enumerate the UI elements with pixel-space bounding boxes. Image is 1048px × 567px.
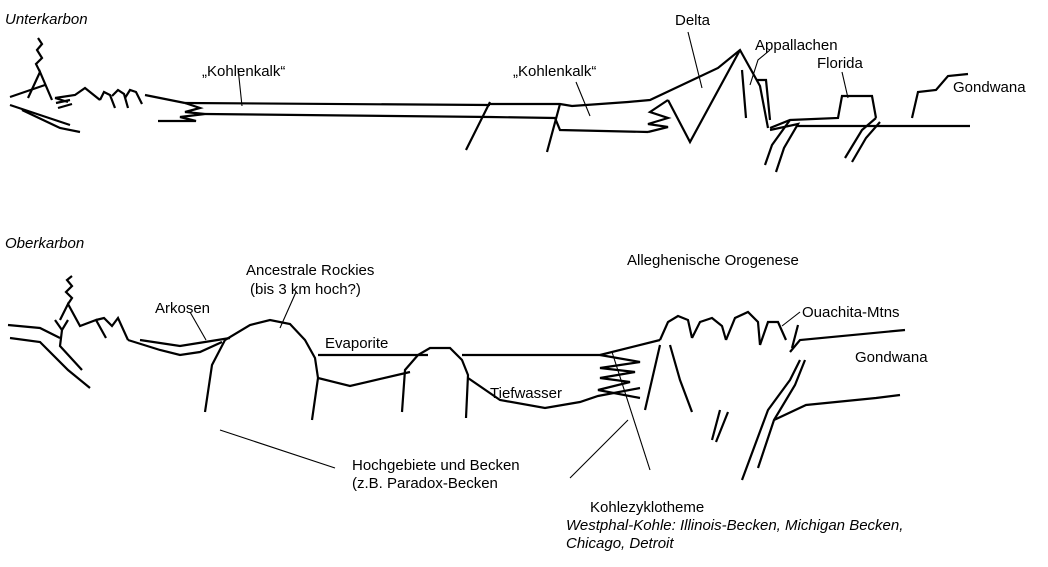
lower-left-volcanic-arc: Arkosen [8, 276, 230, 388]
lower-evaporite-basin: Evaporite [318, 335, 428, 386]
label-hochgebiete-line2: (z.B. Paradox-Becken [352, 475, 498, 492]
upper-left-volcanic-arc [10, 38, 142, 132]
label-tiefwasser: Tiefwasser [490, 385, 562, 402]
label-alleghenische-orogenese: Alleghenische Orogenese [627, 252, 799, 269]
oberkarbon-title: Oberkarbon [5, 235, 84, 252]
lower-tiefwasser-basin: Tiefwasser [468, 355, 640, 408]
label-rockies-line2: (bis 3 km hoch?) [250, 281, 361, 298]
label-westphal-line1: Westphal-Kohle: Illinois-Becken, Michiga… [566, 517, 903, 534]
lower-annotations: Hochgebiete und Becken (z.B. Paradox-Bec… [220, 420, 903, 552]
label-delta: Delta [675, 12, 711, 29]
label-westphal-line2: Chicago, Detroit [566, 535, 674, 552]
label-rockies-line1: Ancestrale Rockies [246, 262, 374, 279]
upper-kohlenkalk-platform-left: „Kohlenkalk“ [145, 63, 490, 121]
oberkarbon-section: Oberkarbon Arkosen Ancestrale Rockies (b… [5, 235, 928, 552]
label-gondwana-upper: Gondwana [953, 79, 1026, 96]
upper-appalachian-margin: Florida Gondwana [742, 55, 1026, 172]
label-ouachita-mtns: Ouachita-Mtns [802, 304, 900, 321]
label-appallachen: Appallachen [755, 37, 838, 54]
lower-alleghenian-orogen: Alleghenische Orogenese Ouachita-Mtns Go… [612, 252, 928, 480]
label-arkosen: Arkosen [155, 300, 210, 317]
label-kohlenkalk-left: „Kohlenkalk“ [202, 63, 285, 80]
label-kohlezyklotheme: Kohlezyklotheme [590, 499, 704, 516]
label-hochgebiete-line1: Hochgebiete und Becken [352, 457, 520, 474]
label-evaporite: Evaporite [325, 335, 388, 352]
unterkarbon-section: Unterkarbon „Kohlenkalk“ [5, 11, 1026, 172]
label-kohlenkalk-right: „Kohlenkalk“ [513, 63, 596, 80]
label-florida: Florida [817, 55, 864, 72]
label-gondwana-lower: Gondwana [855, 349, 928, 366]
unterkarbon-title: Unterkarbon [5, 11, 88, 28]
